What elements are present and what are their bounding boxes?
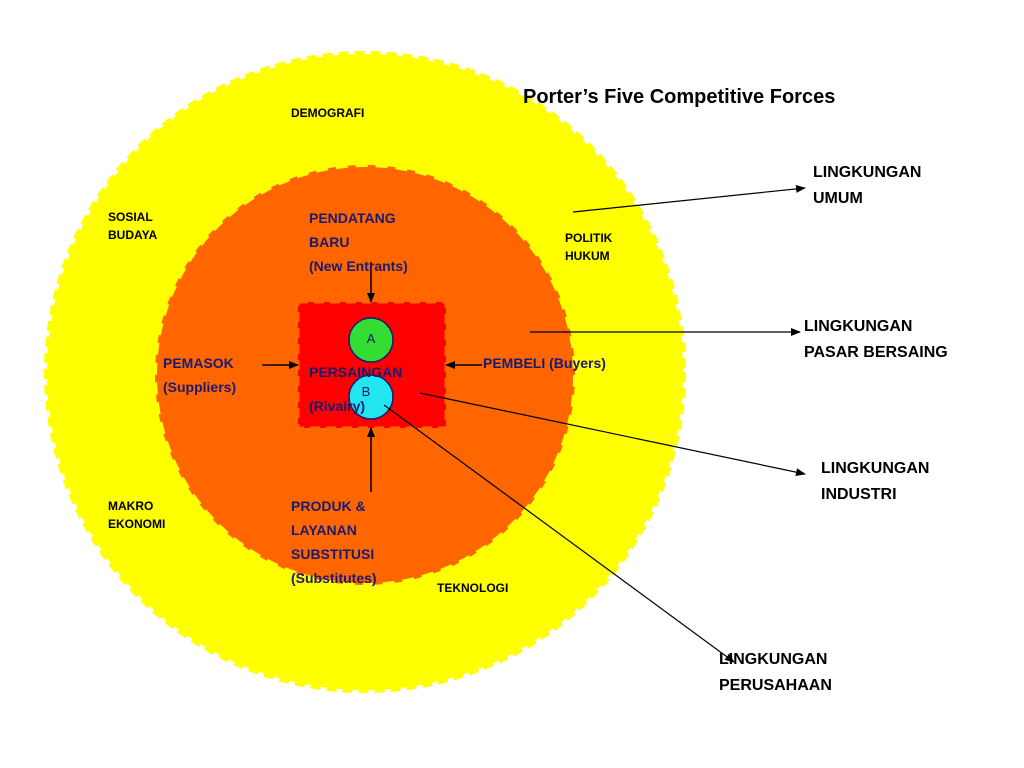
pointer-perusahaan <box>383 404 735 663</box>
label-teknologi: TEKNOLOGI <box>437 581 509 595</box>
label-suppliers: PEMASOK (Suppliers) <box>163 355 237 395</box>
label-makro-ekonomi: MAKRO EKONOMI <box>108 499 166 531</box>
label-sosial-budaya: SOSIAL BUDAYA <box>108 210 158 242</box>
label-politik-hukum: POLITIK HUKUM <box>565 231 613 263</box>
label-demografi: DEMOGRAFI <box>291 106 365 120</box>
diagram-title: Porter’s Five Competitive Forces <box>523 86 836 108</box>
pointer-industri <box>419 392 806 477</box>
circle-b-label: B <box>361 384 371 399</box>
label-rivalry: PERSAINGAN (Rivalry) <box>309 364 403 414</box>
label-lingkungan-umum: LINGKUNGAN UMUM <box>813 164 922 207</box>
label-lingkungan-pasar-bersaing: LINGKUNGAN PASAR BERSAING <box>804 318 948 361</box>
label-lingkungan-perusahaan: LINGKUNGAN PERUSAHAAN <box>719 651 832 694</box>
label-substitutes: PRODUK & LAYANAN SUBSTITUSI (Substitutes… <box>291 498 377 586</box>
label-lingkungan-industri: LINGKUNGAN INDUSTRI <box>821 460 930 503</box>
pointer-umum <box>572 184 806 213</box>
circle-a-label: A <box>366 331 376 346</box>
circle-b <box>348 374 394 420</box>
circle-a <box>348 317 394 363</box>
label-buyers: PEMBELI (Buyers) <box>483 355 606 371</box>
label-new-entrants: PENDATANG BARU (New Entrants) <box>309 210 408 274</box>
